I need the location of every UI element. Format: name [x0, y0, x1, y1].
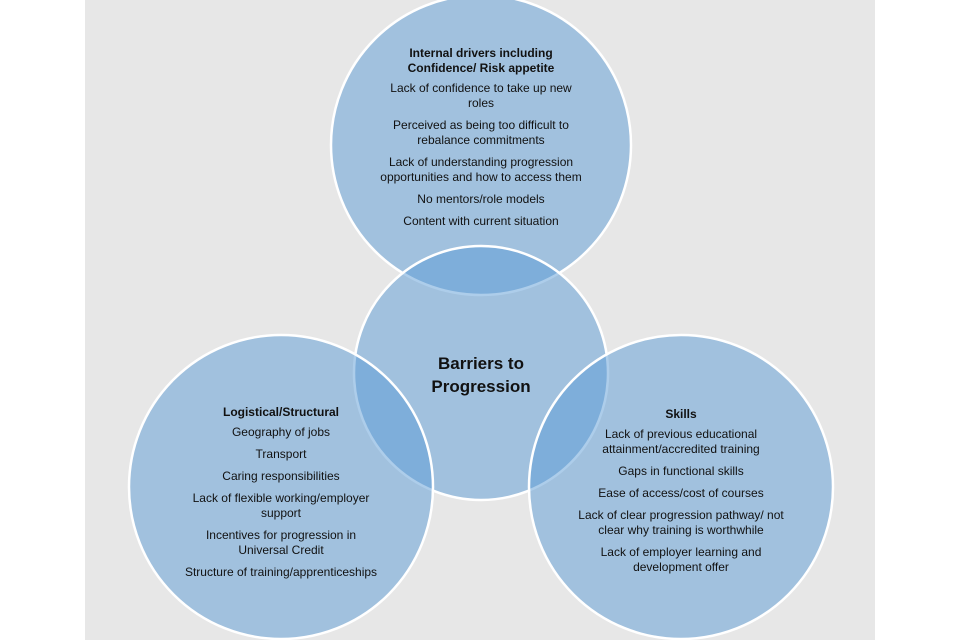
- center-title: Barriers to Progression: [381, 352, 581, 398]
- list-item: Lack of clear progression pathway/ not c…: [578, 508, 784, 537]
- list-item: Structure of training/apprenticeships: [184, 565, 378, 579]
- list-item: Lack of previous educational attainment/…: [602, 427, 760, 456]
- logistical-block: Logistical/Structural Geography of jobs …: [166, 405, 396, 587]
- list-item: Geography of jobs: [231, 425, 331, 439]
- skills-block: Skills Lack of previous educational atta…: [571, 407, 791, 582]
- list-item: Ease of access/cost of courses: [598, 486, 764, 500]
- circle-skills: [527, 333, 835, 640]
- circle-logistical: [127, 333, 435, 640]
- list-item: Lack of employer learning and developmen…: [600, 545, 762, 574]
- list-item: Caring responsibilities: [222, 469, 340, 483]
- list-item: Incentives for progression in Universal …: [205, 528, 357, 557]
- list-item: Content with current situation: [403, 214, 559, 228]
- list-item: No mentors/role models: [417, 192, 545, 206]
- logistical-heading: Logistical/Structural: [222, 405, 340, 419]
- list-item: Lack of flexible working/employer suppor…: [192, 491, 370, 520]
- skills-heading: Skills: [665, 407, 697, 421]
- list-item: Transport: [255, 447, 307, 461]
- list-item: Lack of understanding progression opport…: [380, 155, 582, 184]
- title-line: Progression: [431, 377, 531, 396]
- list-item: Gaps in functional skills: [618, 464, 744, 478]
- list-item: Lack of confidence to take up new roles: [390, 81, 572, 110]
- list-item: Perceived as being too difficult to reba…: [393, 118, 569, 147]
- title-line: Barriers to: [438, 354, 524, 373]
